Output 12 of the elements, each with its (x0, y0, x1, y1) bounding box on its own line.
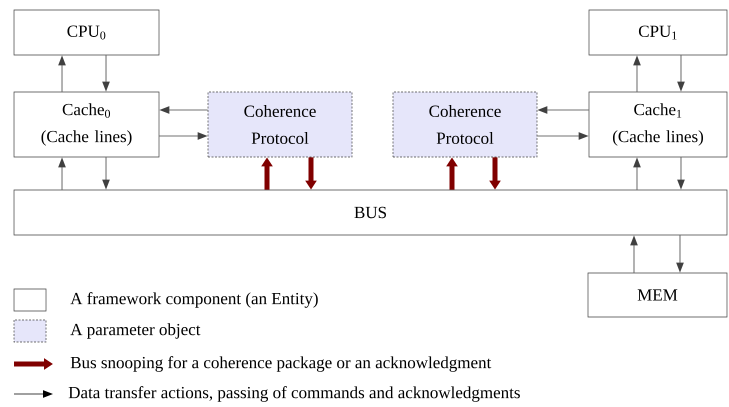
bus-bar: BUS (14, 190, 728, 236)
legend-text: Data transfer actions, passing of commands and acknowledgments (68, 386, 520, 402)
cache-box: Cache$_{0}$ (Cache lines) (14, 92, 160, 158)
legend-text: Bus snooping for a coherence package or an acknowledgment (70, 356, 492, 372)
memory-box: MEM (588, 272, 728, 318)
cpu-box: CPU$_{1}$ (588, 10, 728, 56)
legend-text: A framework component (an Entity) (70, 292, 318, 308)
cpu-box: CPU$_{0}$ (14, 10, 160, 56)
cache-box: Cache$_{1}$ (Cache lines) (588, 92, 728, 158)
protocol-box: Coherence Protocol (392, 92, 538, 158)
protocol-box: Coherence Protocol (208, 92, 352, 158)
legend-text: A parameter object (70, 323, 200, 339)
